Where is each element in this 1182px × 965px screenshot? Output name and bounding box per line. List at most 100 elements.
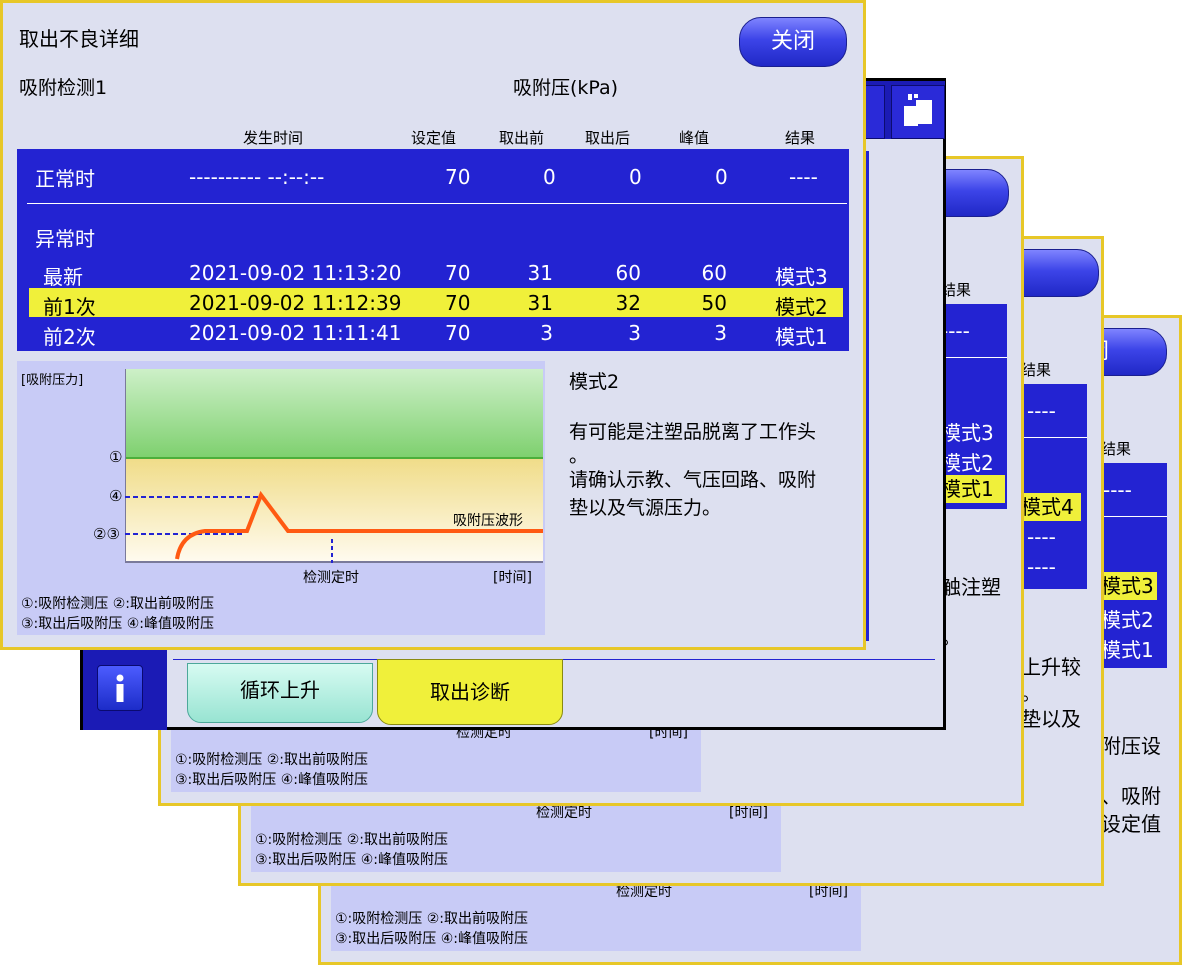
row-time: 2021-09-02 11:13:20: [189, 261, 402, 285]
info-button[interactable]: [97, 665, 143, 711]
header-set: 设定值: [411, 129, 457, 147]
marker-4: ④: [109, 487, 123, 505]
description-line: 设定值: [1101, 812, 1161, 836]
mode-title: 模式2: [569, 371, 620, 393]
row-result: 模式1: [775, 325, 828, 349]
row-peak: 3: [714, 321, 727, 345]
normal-time: ---------- --:--:--: [189, 165, 325, 189]
row-set: 70: [445, 291, 471, 315]
section-label: 吸附检测1: [19, 77, 108, 99]
header-after: 取出后: [585, 129, 631, 147]
row-result: 模式3: [775, 265, 828, 289]
x-axis-unit: [时间]: [493, 570, 532, 586]
result-column: [937, 304, 1007, 509]
data-table: [17, 149, 849, 351]
row-peak: 50: [701, 291, 727, 315]
header-before: 取出前: [499, 129, 545, 147]
result-header: 结果: [1021, 361, 1052, 379]
description-line: 请确认示教、气压回路、吸附: [569, 469, 817, 491]
description-line: 、吸附: [1101, 784, 1161, 808]
row-time: 2021-09-02 11:11:41: [189, 321, 402, 345]
result-header: 结果: [941, 281, 972, 299]
result-column: [1097, 463, 1167, 668]
result-cell: 模式2: [941, 451, 994, 475]
takeout-failure-detail-dialog: 取出不良详细 关闭 吸附检测1 吸附压(kPa) 发生时间 设定值 取出前 取出…: [0, 0, 866, 650]
x-axis-label: 检测定时: [536, 805, 592, 821]
legend-line: ③:取出后吸附压 ④:峰值吸附压: [335, 931, 528, 947]
description-line: 有可能是注塑品脱离了工作头: [569, 421, 817, 443]
pressure-waveform-diagram: [125, 369, 543, 563]
description-line: 垫以及: [1021, 707, 1081, 731]
result-cell: ----: [1027, 399, 1056, 423]
description-line: 。: [941, 625, 961, 649]
x-axis-label: 检测定时: [616, 884, 672, 900]
header-peak: 峰值: [679, 129, 710, 147]
row-time: 2021-09-02 11:12:39: [189, 291, 402, 315]
row-label: 前2次: [43, 325, 96, 349]
row-after: 3: [628, 321, 641, 345]
close-button[interactable]: 关闭: [739, 17, 847, 67]
legend-line: ③:取出后吸附压 ④:峰值吸附压: [21, 616, 214, 632]
row-set: 70: [445, 261, 471, 285]
info-icon: [116, 674, 124, 702]
legend-line: ①:吸附检测压 ②:取出前吸附压: [255, 832, 448, 848]
description-line: 。: [569, 445, 589, 467]
result-cell-highlight: 模式1: [937, 475, 1005, 503]
normal-after: 0: [629, 165, 642, 189]
x-axis-label: 检测定时: [303, 570, 359, 586]
header-time: 发生时间: [243, 129, 304, 147]
legend-line: ①:吸附检测压 ②:取出前吸附压: [21, 596, 214, 612]
normal-peak: 0: [715, 165, 728, 189]
result-cell: 模式2: [1101, 608, 1154, 632]
description-line: 上升较: [1021, 655, 1081, 679]
result-cell-highlight: 模式4: [1017, 493, 1081, 521]
result-column: [1017, 384, 1087, 589]
description-line: 附压设: [1101, 734, 1161, 758]
header-result: 结果: [785, 129, 816, 147]
normal-before: 0: [543, 165, 556, 189]
legend-line: ③:取出后吸附压 ④:峰值吸附压: [175, 772, 368, 788]
row-before: 31: [527, 291, 553, 315]
dialog-title: 取出不良详细: [19, 27, 139, 51]
normal-label: 正常时: [35, 167, 95, 191]
marker-1: ①: [109, 448, 123, 466]
row-label: 前1次: [43, 295, 96, 319]
x-axis-unit: [时间]: [809, 884, 848, 900]
row-before: 31: [527, 261, 553, 285]
table-row-selected[interactable]: [29, 288, 843, 317]
legend-line: ①:吸附检测压 ②:取出前吸附压: [175, 752, 368, 768]
legend-line: ③:取出后吸附压 ④:峰值吸附压: [255, 852, 448, 868]
row-before: 3: [540, 321, 553, 345]
unit-label: 吸附压(kPa): [513, 77, 619, 99]
marker-2-3: ②③: [93, 525, 120, 543]
copy-button[interactable]: [891, 85, 945, 139]
row-after: 60: [615, 261, 641, 285]
description-line: 。: [1021, 681, 1041, 705]
x-axis-unit: [时间]: [729, 805, 768, 821]
row-result: 模式2: [775, 295, 828, 319]
abnormal-label: 异常时: [35, 227, 95, 251]
tab-cycle-up[interactable]: 循环上升: [187, 663, 373, 723]
copy-icon: [904, 94, 932, 126]
result-cell: ----: [1027, 525, 1056, 549]
description-line: 触注塑: [941, 575, 1001, 599]
waveform-label: 吸附压波形: [453, 513, 523, 529]
result-cell-highlight: 模式3: [1097, 572, 1157, 600]
divider: [1097, 516, 1167, 517]
divider: [1017, 437, 1087, 438]
blank-button[interactable]: [863, 85, 885, 139]
row-after: 32: [615, 291, 641, 315]
divider: [937, 357, 1007, 358]
result-cell: 模式1: [1101, 638, 1154, 662]
y-axis-label: [吸附压力]: [21, 373, 84, 388]
result-header: 结果: [1101, 440, 1132, 458]
row-set: 70: [445, 321, 471, 345]
result-cell: ----: [1103, 478, 1132, 502]
normal-result: ----: [789, 165, 818, 189]
normal-set: 70: [445, 165, 471, 189]
tab-takeout-diagnosis[interactable]: 取出诊断: [377, 659, 563, 725]
legend-line: ①:吸附检测压 ②:取出前吸附压: [335, 911, 528, 927]
row-label: 最新: [43, 265, 83, 289]
description-line: 垫以及气源压力。: [569, 497, 722, 519]
row-peak: 60: [701, 261, 727, 285]
